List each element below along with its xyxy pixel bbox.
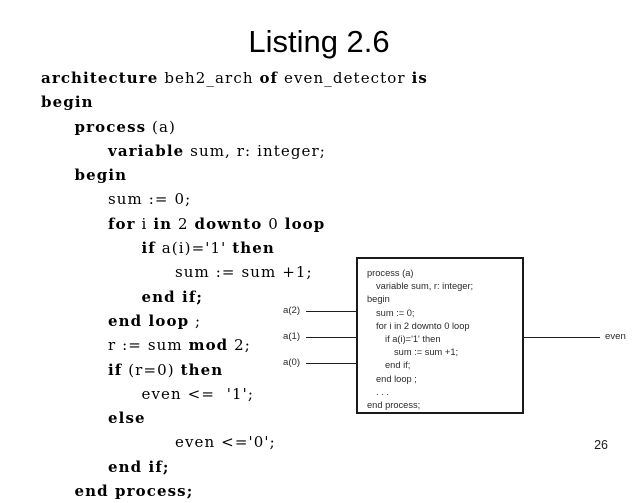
output-wire [524,337,600,338]
box-code-line: end if; [385,360,411,371]
box-code-line: if a(i)='1' then [385,333,441,344]
box-code-line: . . . [376,386,389,397]
code-keyword: mod [188,336,229,355]
code-keyword: if [141,239,156,258]
code-keyword: end loop [108,311,190,330]
box-code-line: process (a) [367,268,414,278]
code-token: sum := 0; [108,190,192,209]
code-line: end if; [41,285,511,309]
box-code-line: sum := sum +1; [394,347,459,358]
box-code-line: end loop ; [376,373,417,384]
code-keyword: downto [194,214,263,233]
input-port-label: a(1) [283,331,301,342]
code-keyword: then [232,239,275,258]
code-keyword: of [259,69,279,87]
input-port-label: a(2) [283,305,301,316]
code-line: r := sum mod 2; [41,333,511,357]
input-wire [306,311,358,312]
input-port-label: a(0) [283,357,301,368]
code-token: (a) [146,117,176,136]
code-token: 2; [228,336,251,355]
code-token: 0 [262,214,285,233]
code-line: if a(i)='1' then [41,236,511,260]
code-keyword: if [108,360,123,379]
vhdl-code-listing: architecture beh2_arch of even_detector … [41,66,511,503]
code-line: else [41,406,511,430]
box-code-line: for i in 2 downto 0 loop [376,320,470,331]
code-token: (r=0) [122,360,181,379]
code-line: begin [41,163,511,187]
box-code-line: end process; [367,399,421,410]
code-token: even <='0'; [175,433,276,452]
box-code-line: variable sum, r: integer; [376,281,474,292]
code-keyword: end if; [141,287,204,306]
code-line: sum := 0; [41,187,511,211]
code-line: begin [41,90,511,114]
code-line: sum := sum +1; [41,260,511,284]
code-token: a(i)='1' [155,239,233,258]
code-keyword: begin [41,93,94,112]
code-line: end loop ; [41,309,511,333]
code-line: even <= '1'; [41,382,511,406]
code-token: sum := sum +1; [175,263,313,282]
code-keyword: for [108,214,136,233]
code-keyword: end process; [74,482,194,501]
code-keyword: loop [284,214,326,233]
code-line: even <='0'; [41,430,511,454]
code-line: variable sum, r: integer; [41,139,511,163]
box-code-line: begin [367,294,390,305]
code-token: even_detector [278,69,412,87]
box-code-line: sum := 0; [376,307,415,318]
code-token: even <= '1'; [141,384,254,403]
code-keyword: architecture [41,69,159,87]
code-token: 2 [172,214,195,233]
process-block-code: process (a) variable sum, r: integer; begi… [367,267,519,412]
code-keyword: then [180,360,224,379]
code-line: end process; [41,479,511,503]
code-line: if (r=0) then [41,358,511,382]
process-block-box: process (a) variable sum, r: integer; begi… [356,257,524,414]
code-line: process (a) [41,115,511,139]
output-port-label: even [605,331,626,342]
code-line: architecture beh2_arch of even_detector … [41,66,511,90]
code-line: end if; [41,455,511,479]
code-keyword: process [74,117,147,136]
code-keyword: in [153,214,173,233]
page-number: 26 [594,438,608,452]
code-line: for i in 2 downto 0 loop [41,212,511,236]
code-keyword: end if; [108,457,170,476]
code-token: sum, r: integer; [184,141,326,160]
code-token: beh2_arch [158,69,260,87]
code-token: r := sum [108,336,189,355]
block-diagram: process (a) variable sum, r: integer; begi… [270,250,638,425]
input-wire [306,363,358,364]
code-keyword: else [108,409,146,428]
page-title: Listing 2.6 [248,24,390,59]
code-keyword: is [411,69,428,87]
code-token: ; [189,311,202,330]
code-keyword: variable [108,141,185,160]
code-keyword: begin [74,166,128,185]
code-token: i [135,214,154,233]
input-wire [306,337,358,338]
